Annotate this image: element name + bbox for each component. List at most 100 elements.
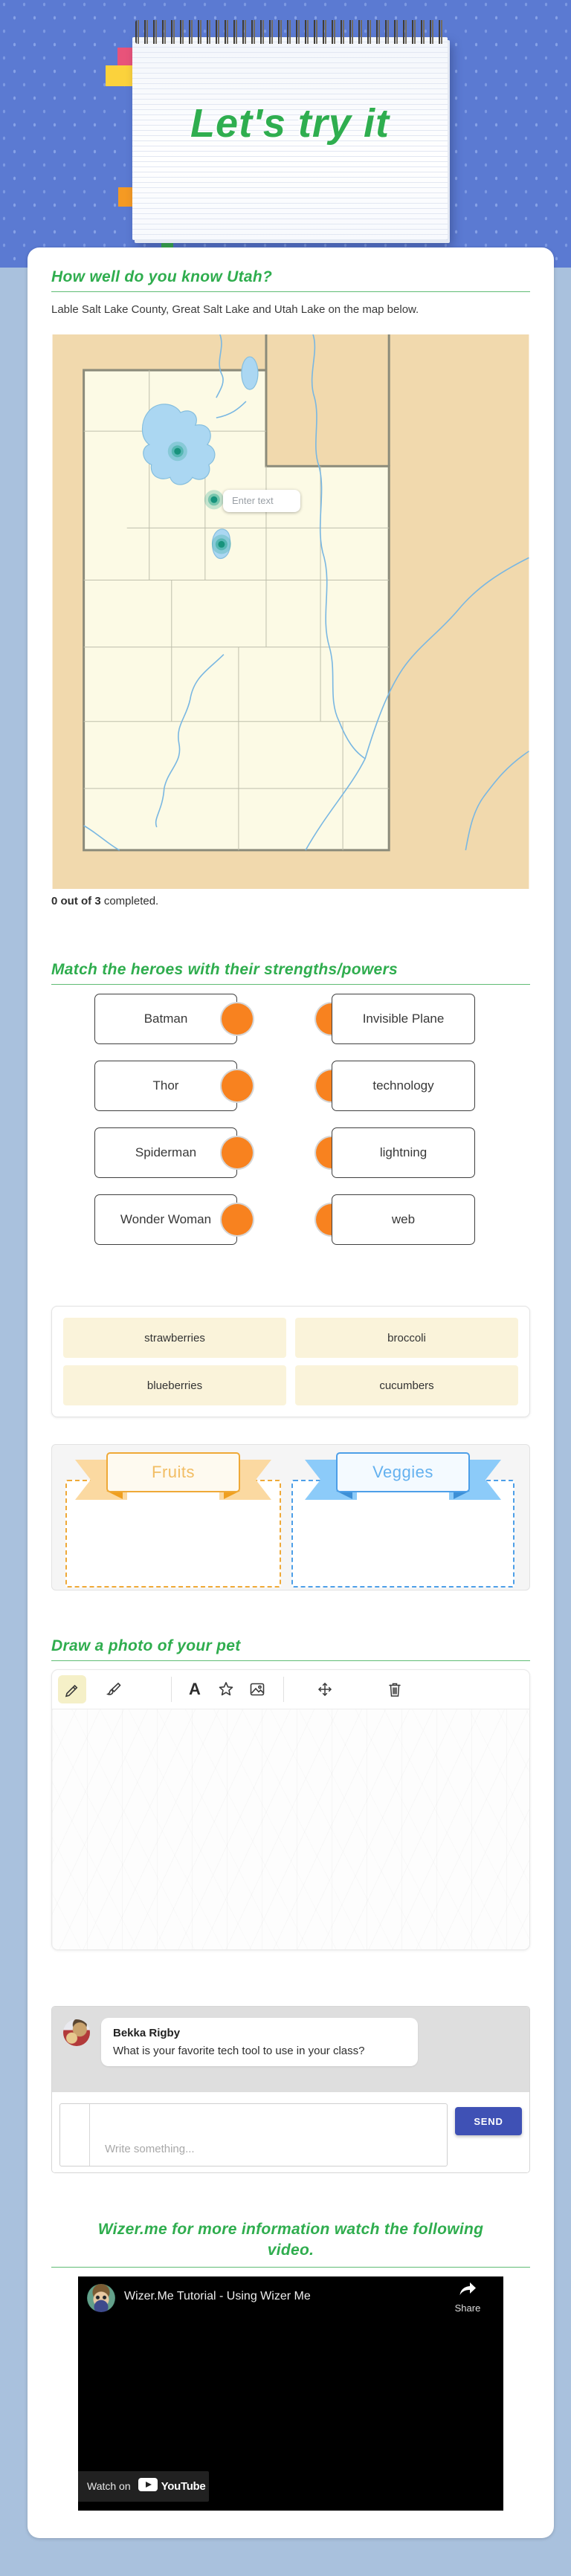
fruits-banner: Fruits: [75, 1452, 271, 1500]
progress-status: 0 out of 3 completed.: [51, 895, 530, 907]
match-item-right[interactable]: lightning: [332, 1127, 475, 1178]
progress-suffix: completed.: [100, 895, 159, 907]
share-control[interactable]: Share: [447, 2282, 488, 2314]
sort-tile[interactable]: broccoli: [295, 1318, 518, 1358]
match-connector-dot[interactable]: [222, 1003, 253, 1035]
youtube-wordmark: YouTube: [161, 2479, 206, 2493]
drawing-widget: A: [51, 1669, 530, 1950]
share-icon: [458, 2282, 477, 2300]
author-name: Bekka Rigby: [113, 2027, 181, 2039]
matching-row: Batman Invisible Plane: [51, 994, 530, 1044]
veggies-banner: Veggies: [305, 1452, 501, 1500]
sort-tile[interactable]: strawberries: [63, 1318, 286, 1358]
utah-map[interactable]: Enter text: [51, 334, 530, 889]
move-tool-button[interactable]: [311, 1675, 339, 1703]
discussion-reply-area: Write something... SEND: [52, 2092, 529, 2172]
send-button[interactable]: SEND: [455, 2107, 522, 2135]
star-shape-button[interactable]: [212, 1675, 240, 1703]
match-connector-dot[interactable]: [222, 1070, 253, 1101]
sort-categories-panel: Fruits Veggies: [51, 1444, 530, 1590]
title-underline: [51, 291, 530, 292]
category-label: Veggies: [336, 1452, 470, 1492]
author-avatar: [63, 2019, 90, 2046]
star-icon: [217, 1680, 235, 1698]
section-discussion: Bekka Rigby What is your favorite tech t…: [51, 2006, 530, 2173]
match-item-left[interactable]: Wonder Woman: [94, 1194, 237, 1245]
map-label-input[interactable]: Enter text: [223, 490, 300, 512]
notebook-paper: [132, 37, 448, 240]
watch-on-label: Watch on: [87, 2480, 131, 2493]
youtube-embed[interactable]: Wizer.Me Tutorial - Using Wizer Me Share…: [78, 2276, 503, 2511]
toolbar-divider: [283, 1677, 284, 1702]
matching-row: Wonder Woman web: [51, 1194, 530, 1245]
section-title: Draw a photo of your pet: [51, 1637, 241, 1654]
section-matching: Match the heroes with their strengths/po…: [51, 961, 530, 1245]
section-drawing: Draw a photo of your pet: [51, 1637, 530, 1950]
spiral-binding: [135, 20, 445, 44]
ribbon-fold: [454, 1491, 470, 1499]
ribbon-fold: [106, 1491, 123, 1499]
video-title[interactable]: Wizer.Me Tutorial - Using Wizer Me: [124, 2289, 311, 2302]
map-marker-salt-lake-county[interactable]: [204, 490, 224, 510]
reply-avatar-slot: [60, 2104, 90, 2166]
sticky-tab-orange: [118, 187, 134, 207]
text-tool-icon: A: [189, 1680, 201, 1698]
reply-placeholder: Write something...: [105, 2143, 195, 2155]
brush-tool-button[interactable]: [100, 1675, 128, 1703]
image-icon: [248, 1680, 266, 1698]
matching-rows: Batman Invisible Plane Thor technology S…: [51, 994, 530, 1245]
title-underline: [51, 2266, 530, 2268]
share-label: Share: [454, 2302, 481, 2314]
video-title-block: Wizer.me for more information watch the …: [51, 2219, 530, 2262]
map-marker-great-salt-lake[interactable]: [167, 441, 187, 462]
task-instruction: Lable Salt Lake County, Great Salt Lake …: [51, 303, 419, 316]
section-video: Wizer.me for more information watch the …: [51, 2219, 530, 2511]
match-item-right[interactable]: web: [332, 1194, 475, 1245]
discussion-header: Bekka Rigby What is your favorite tech t…: [52, 2007, 529, 2092]
worksheet-title: Let's try it: [190, 101, 390, 146]
sort-tile[interactable]: blueberries: [63, 1365, 286, 1405]
clear-canvas-button[interactable]: [381, 1675, 409, 1703]
watch-on-youtube-button[interactable]: Watch on YouTube: [78, 2470, 209, 2502]
drawing-canvas[interactable]: [52, 1709, 529, 1949]
title-underline: [51, 984, 530, 985]
section-title: Wizer.me for more information watch the …: [97, 2221, 484, 2259]
title-underline: [51, 1660, 530, 1661]
match-item-left[interactable]: Batman: [94, 994, 237, 1044]
worksheet-hero-banner: Let's try it: [0, 0, 571, 268]
matching-row: Thor technology: [51, 1061, 530, 1111]
ribbon-fold: [224, 1491, 240, 1499]
category-label: Fruits: [106, 1452, 240, 1492]
sticky-tab-pink: [117, 48, 134, 67]
match-item-right[interactable]: technology: [332, 1061, 475, 1111]
color-wheel-button[interactable]: [131, 1675, 159, 1703]
sticky-tab-yellow: [106, 65, 134, 86]
brush-icon: [106, 1681, 122, 1698]
notebook-graphic: Let's try it: [132, 20, 448, 240]
image-tool-button[interactable]: [243, 1675, 271, 1703]
match-item-left[interactable]: Thor: [94, 1061, 237, 1111]
channel-avatar[interactable]: [87, 2283, 115, 2312]
pencil-tool-button[interactable]: [58, 1675, 86, 1703]
youtube-play-icon: [138, 2477, 158, 2495]
match-connector-dot[interactable]: [222, 1137, 253, 1168]
section-title: Match the heroes with their strengths/po…: [51, 961, 398, 978]
toolbar-divider: [171, 1677, 172, 1702]
map-marker-utah-lake[interactable]: [211, 534, 231, 554]
section-sorting: strawberries broccoli blueberries cucumb…: [51, 1306, 530, 1590]
pencil-icon: [64, 1681, 80, 1698]
move-icon: [316, 1680, 334, 1698]
match-item-right[interactable]: Invisible Plane: [332, 994, 475, 1044]
trash-icon: [387, 1680, 403, 1698]
match-connector-dot[interactable]: [222, 1204, 253, 1235]
utah-map-graphic: [52, 334, 529, 889]
sort-tile[interactable]: cucumbers: [295, 1365, 518, 1405]
section-title: How well do you know Utah?: [51, 268, 273, 285]
progress-count: 0 out of 3: [51, 895, 101, 907]
discussion-question: What is your favorite tech tool to use i…: [113, 2045, 365, 2057]
match-item-left[interactable]: Spiderman: [94, 1127, 237, 1178]
worksheet-card: How well do you know Utah? Lable Salt La…: [28, 247, 554, 2538]
text-tool-button[interactable]: A: [181, 1675, 209, 1703]
color-wheel-icon: [137, 1681, 153, 1698]
reply-input[interactable]: Write something...: [59, 2103, 448, 2166]
